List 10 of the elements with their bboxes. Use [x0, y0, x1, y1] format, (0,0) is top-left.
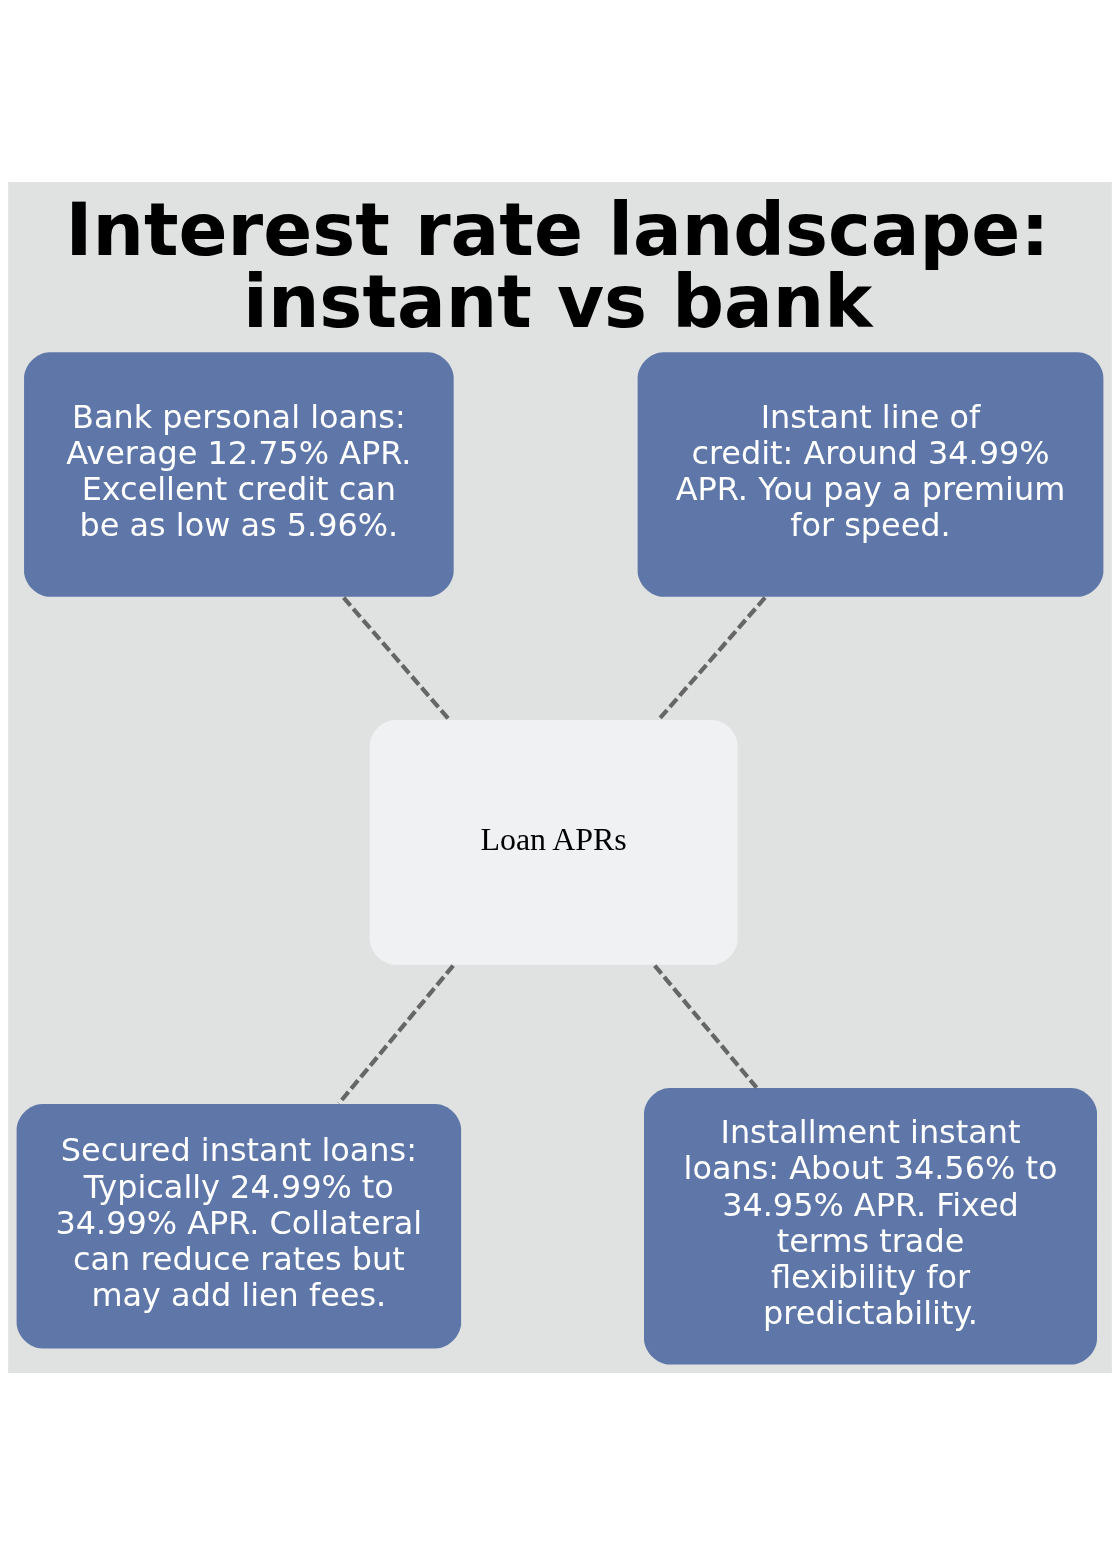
connector [342, 595, 451, 721]
node-box: Secured instant loans: Typically 24.99% to 34.99% APR. Collateral can reduce rates but may add lien fees. [16, 1103, 462, 1349]
node-box: Instant line of credit: Around 34.99% APR. You pay a premium for speed. [637, 351, 1104, 597]
node-box: Installment instant loans: About 34.56% to 34.95% APR. Fixed terms trade flexibility for predictability. [644, 1087, 1097, 1364]
diagram-title: Interest rate landscape: instant vs bank [65, 187, 1050, 344]
connector [657, 595, 767, 721]
node-box: Loan APRs [369, 719, 738, 965]
connector [337, 963, 455, 1105]
node-box: Bank personal loans: Average 12.75% APR. Excellent credit can be as low as 5.96%. [24, 351, 454, 597]
connector [653, 963, 759, 1089]
